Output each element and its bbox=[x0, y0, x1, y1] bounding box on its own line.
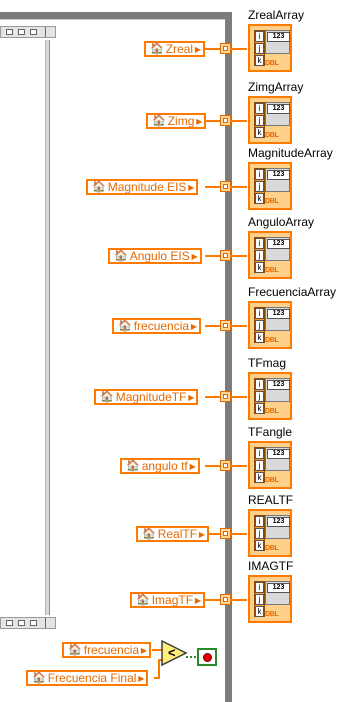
indicator-label: FrecuenciaArray bbox=[248, 285, 337, 299]
house-icon: 🏠 bbox=[92, 181, 106, 193]
house-icon: 🏠 bbox=[152, 115, 166, 127]
wire[interactable] bbox=[230, 396, 247, 398]
wire[interactable] bbox=[205, 325, 220, 327]
house-icon: 🏠 bbox=[126, 460, 140, 472]
house-icon: 🏠 bbox=[150, 43, 164, 55]
local-variable-angulo-eis[interactable]: 🏠Angulo EIS▶ bbox=[108, 248, 202, 264]
indicator-label: IMAGTF bbox=[248, 559, 294, 573]
local-variable-frecuencia[interactable]: 🏠frecuencia▶ bbox=[112, 318, 202, 334]
wire[interactable] bbox=[230, 465, 247, 467]
indicator-label: ZimgArray bbox=[248, 80, 304, 94]
sequence-frame-top-border bbox=[0, 26, 56, 38]
svg-text:<: < bbox=[168, 645, 176, 660]
wire[interactable] bbox=[205, 48, 220, 50]
local-variable-zimg[interactable]: 🏠Zimg▶ bbox=[146, 113, 207, 129]
wire[interactable] bbox=[230, 325, 247, 327]
wire[interactable] bbox=[230, 599, 247, 601]
indicator-label: ZrealArray bbox=[248, 8, 305, 22]
house-icon: 🏠 bbox=[136, 594, 150, 606]
indicator-label: MagnitudeArray bbox=[248, 146, 333, 160]
wire[interactable] bbox=[205, 599, 220, 601]
wire[interactable] bbox=[205, 533, 220, 535]
wire[interactable] bbox=[205, 186, 220, 188]
wire[interactable] bbox=[158, 659, 160, 679]
sequence-frame-bottom-border bbox=[0, 617, 56, 629]
house-icon: 🏠 bbox=[68, 644, 82, 656]
wire[interactable] bbox=[154, 677, 160, 679]
wire[interactable] bbox=[230, 120, 247, 122]
wire[interactable] bbox=[205, 465, 220, 467]
wire[interactable] bbox=[158, 659, 162, 661]
house-icon: 🏠 bbox=[32, 672, 46, 684]
wire[interactable] bbox=[230, 48, 247, 50]
wire[interactable] bbox=[205, 255, 220, 257]
local-variable-imagtf[interactable]: 🏠ImagTF▶ bbox=[130, 592, 206, 608]
local-variable-frecuencia-compare[interactable]: 🏠frecuencia▶ bbox=[62, 642, 152, 658]
loop-frame-top bbox=[0, 12, 232, 19]
wire[interactable] bbox=[205, 396, 220, 398]
wire[interactable] bbox=[230, 255, 247, 257]
house-icon: 🏠 bbox=[114, 250, 128, 262]
boolean-wire[interactable] bbox=[186, 656, 198, 658]
loop-frame-inner-edge bbox=[0, 19, 225, 20]
indicator-label: AnguloArray bbox=[248, 215, 315, 229]
local-variable-magnitude-eis[interactable]: 🏠Magnitude EIS▶ bbox=[86, 179, 199, 195]
wire[interactable] bbox=[230, 533, 247, 535]
local-variable-frecuencia-final[interactable]: 🏠Frecuencia Final▶ bbox=[26, 670, 149, 686]
stop-button-terminal[interactable] bbox=[197, 648, 217, 666]
wire[interactable] bbox=[152, 649, 162, 651]
indicator-label: TFangle bbox=[248, 425, 293, 439]
local-variable-angulo-tf[interactable]: 🏠angulo tf▶ bbox=[120, 458, 200, 474]
sequence-frame-right-border bbox=[45, 40, 50, 615]
indicator-label: REALTF bbox=[248, 493, 294, 507]
indicator-label: TFmag bbox=[248, 356, 287, 370]
house-icon: 🏠 bbox=[100, 391, 114, 403]
loop-frame-right bbox=[225, 12, 232, 702]
house-icon: 🏠 bbox=[118, 320, 132, 332]
wire[interactable] bbox=[230, 186, 247, 188]
local-variable-zreal[interactable]: 🏠Zreal▶ bbox=[144, 41, 206, 57]
wire[interactable] bbox=[205, 120, 220, 122]
local-variable-realtf[interactable]: 🏠RealTF▶ bbox=[136, 526, 210, 542]
house-icon: 🏠 bbox=[142, 528, 156, 540]
less-than-function[interactable]: < bbox=[160, 639, 188, 667]
local-variable-magnitudetf[interactable]: 🏠MagnitudeTF▶ bbox=[94, 389, 199, 405]
